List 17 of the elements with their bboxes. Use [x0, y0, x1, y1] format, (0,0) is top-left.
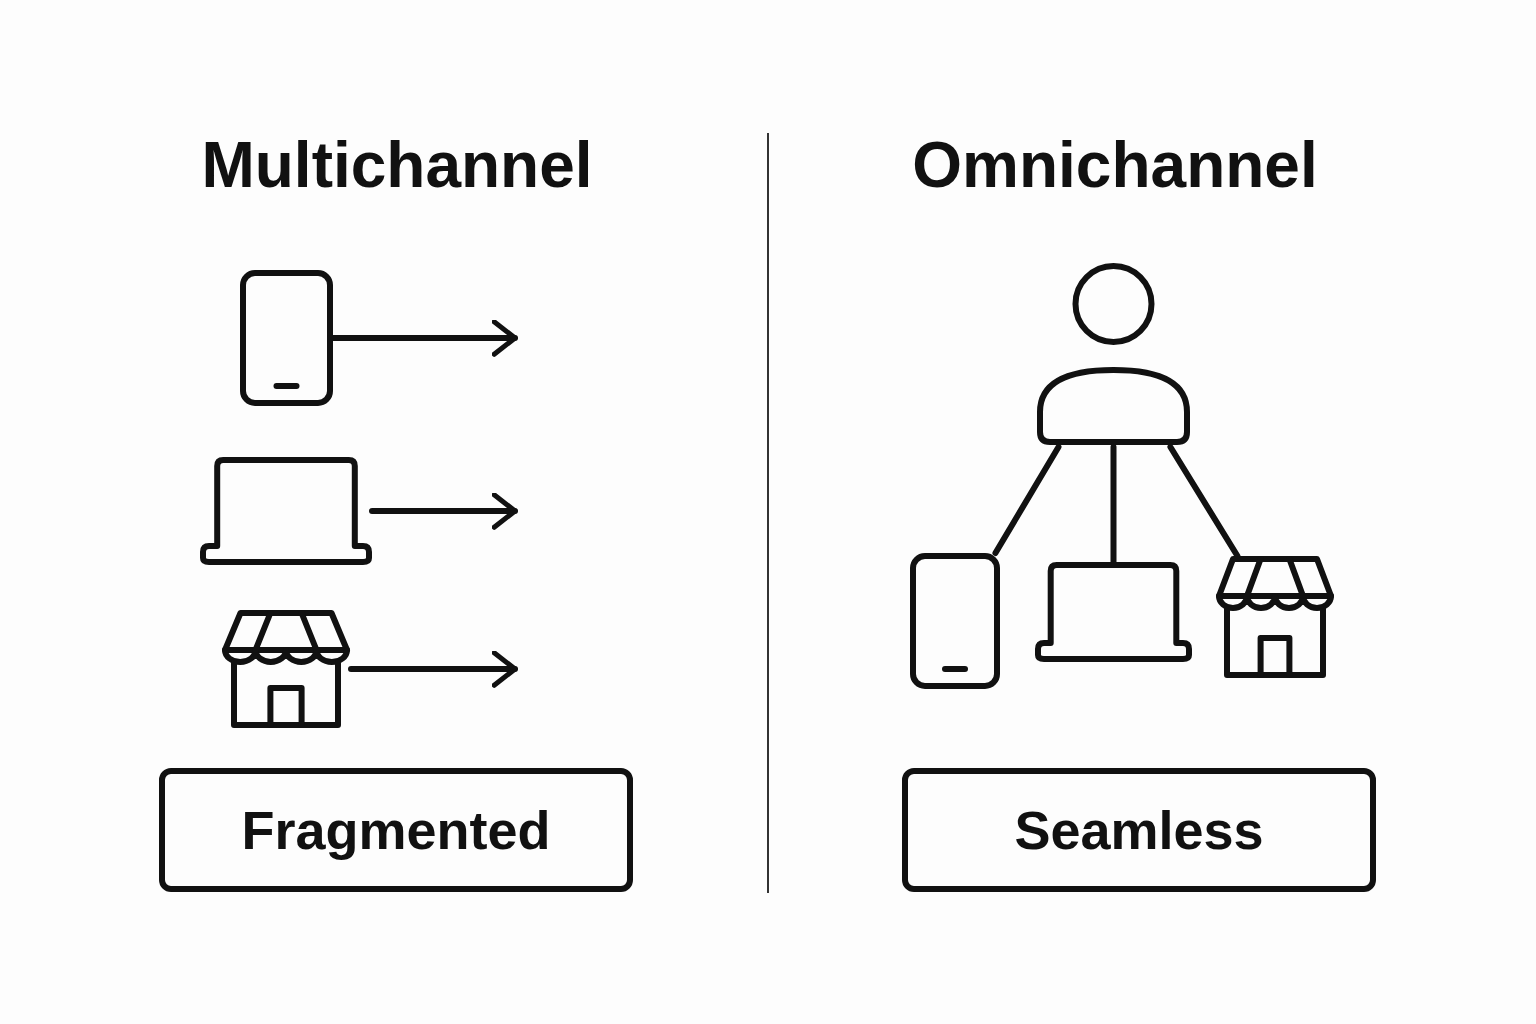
- smartphone-icon: [910, 553, 1000, 689]
- smartphone-icon: [240, 270, 333, 406]
- connector-line: [1167, 444, 1241, 559]
- summary-box: Fragmented: [159, 768, 633, 892]
- laptop-icon: [1035, 562, 1192, 662]
- heading: Omnichannel: [912, 128, 1318, 202]
- arrow: [330, 319, 518, 357]
- heading: Multichannel: [201, 128, 593, 202]
- storefront-icon: [1215, 556, 1335, 678]
- person-icon: [1035, 262, 1192, 447]
- laptop-icon: [200, 457, 372, 565]
- storefront-icon: [221, 610, 351, 728]
- connector-line: [1110, 444, 1117, 565]
- connector-line: [992, 444, 1062, 556]
- arrow: [369, 492, 518, 530]
- arrow: [348, 650, 518, 688]
- summary-box: Seamless: [902, 768, 1376, 892]
